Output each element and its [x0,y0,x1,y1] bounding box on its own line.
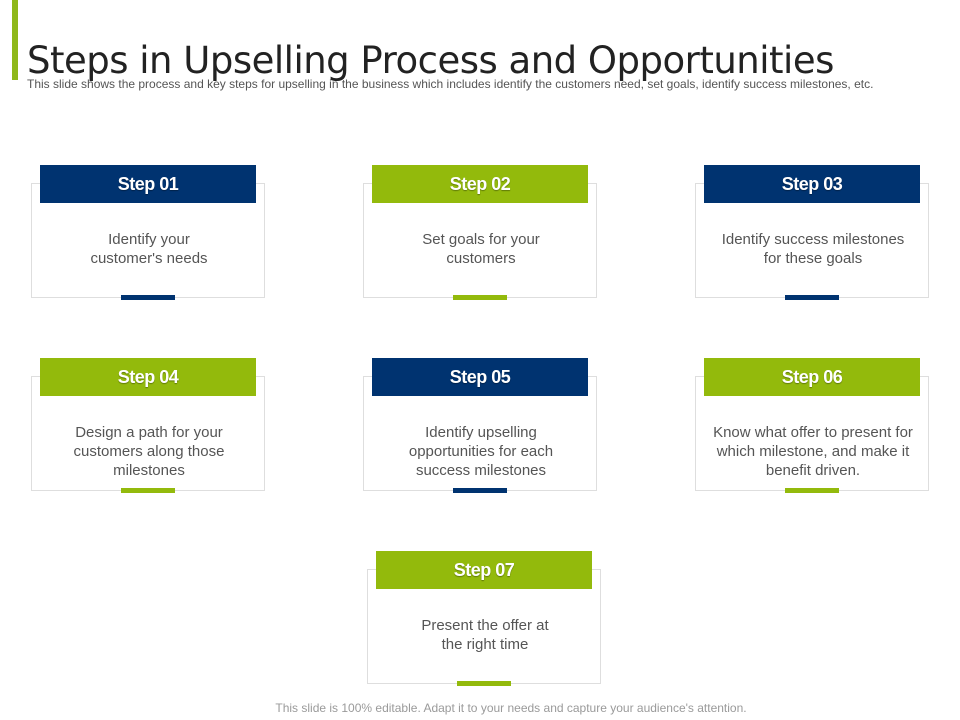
step-header-03: Step 03 [704,165,920,203]
step-card-05: Step 05 Identify upselling opportunities… [363,358,597,493]
step-text-01: Identify your customer's needs [90,231,208,267]
page-title: Steps in Upselling Process and Opportuni… [27,38,834,82]
step-header-01: Step 01 [40,165,256,203]
step-bar-04 [121,488,175,493]
step-text-03: Identify success milestones for these go… [721,231,905,267]
step-header-04: Step 04 [40,358,256,396]
step-bar-02 [453,295,507,300]
step-card-04: Step 04 Design a path for your customers… [31,358,265,493]
step-bar-07 [457,681,511,686]
step-header-05: Step 05 [372,358,588,396]
title-accent-bar [12,0,18,80]
step-text-04: Design a path for your customers along t… [73,424,225,479]
step-bar-06 [785,488,839,493]
step-text-02: Set goals for your customers [422,231,540,267]
step-card-01: Step 01 Identify your customer's needs [31,165,265,300]
step-text-07: Present the offer at the right time [421,617,549,653]
step-bar-05 [453,488,507,493]
step-card-02: Step 02 Set goals for your customers [363,165,597,300]
step-card-07: Step 07 Present the offer at the right t… [367,551,601,686]
step-bar-03 [785,295,839,300]
step-bar-01 [121,295,175,300]
step-card-06: Step 06 Know what offer to present for w… [695,358,929,493]
step-text-05: Identify upselling opportunities for eac… [408,424,554,479]
step-header-02: Step 02 [372,165,588,203]
slide-footer: This slide is 100% editable. Adapt it to… [275,701,747,715]
step-card-03: Step 03 Identify success milestones for … [695,165,929,300]
step-text-06: Know what offer to present for which mil… [713,424,913,479]
step-header-07: Step 07 [376,551,592,589]
step-header-06: Step 06 [704,358,920,396]
slide-subtitle: This slide shows the process and key ste… [27,77,874,91]
